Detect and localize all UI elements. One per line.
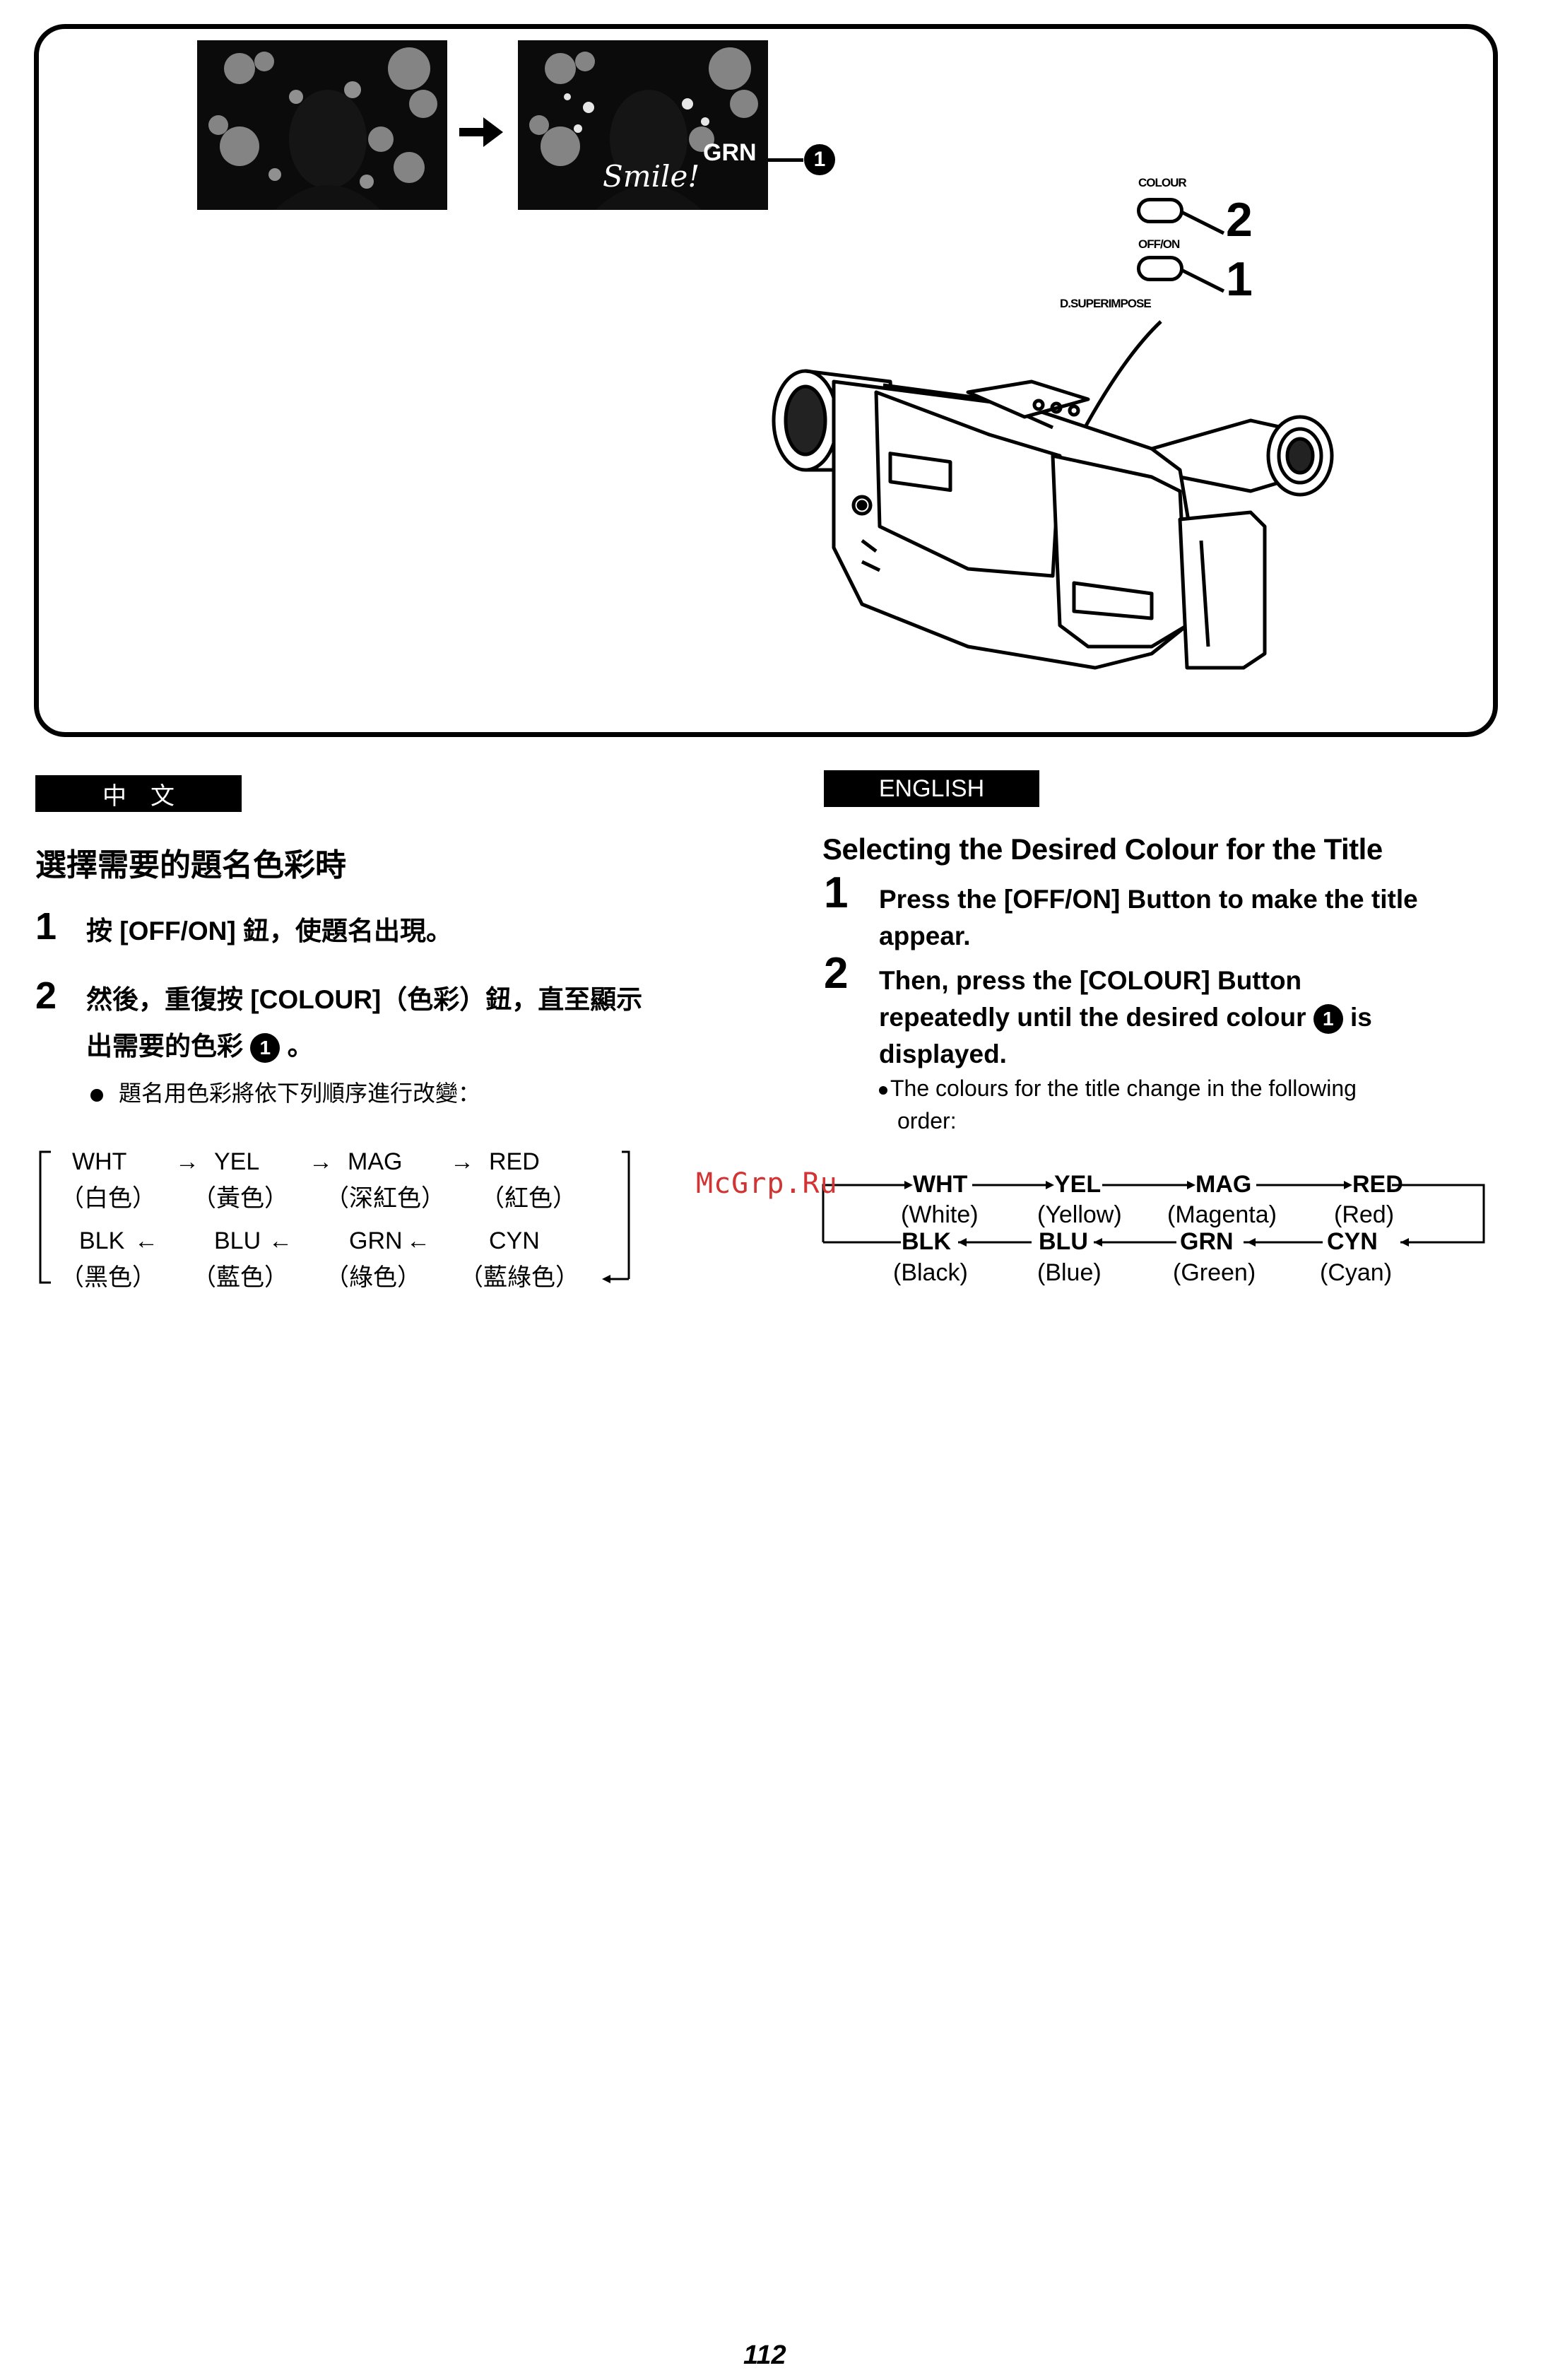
en-seq-blk: BLK xyxy=(902,1228,951,1255)
en-seq-mag-sub: (Magenta) xyxy=(1167,1201,1277,1228)
bullet-icon xyxy=(879,1085,887,1095)
colour-button-label: COLOUR xyxy=(1138,176,1187,189)
english-step-2-number: 2 xyxy=(824,949,849,998)
zh-seq-blk-sub: （黑色） xyxy=(60,1264,156,1291)
screen-title-text: Smile! xyxy=(603,159,700,194)
zh-seq-mag: MAG xyxy=(348,1148,403,1175)
en-seq-cyn-sub: (Cyan) xyxy=(1320,1259,1393,1286)
zh-seq-blu-sub: （藍色） xyxy=(192,1264,288,1291)
zh-seq-arrow-4: ← xyxy=(134,1227,158,1254)
english-note-line2: order: xyxy=(897,1108,957,1133)
en-seq-grn-sub: (Green) xyxy=(1173,1259,1256,1286)
english-step-2-line2b: is xyxy=(1350,1003,1372,1032)
english-note: The colours for the title change in the … xyxy=(879,1072,1357,1137)
zh-seq-yel-sub: （黃色） xyxy=(192,1185,288,1212)
english-section-tab: ENGLISH xyxy=(824,770,1039,807)
chinese-note-text: 題名用色彩將依下列順序進行改變： xyxy=(119,1080,481,1106)
en-seq-blu-sub: (Blue) xyxy=(1037,1259,1102,1286)
offon-button[interactable] xyxy=(1137,256,1183,281)
english-step-1-line1: Press the [OFF/ON] Button to make the ti… xyxy=(879,885,1418,914)
screen-colour-indicator: GRN xyxy=(703,139,757,166)
english-section-label: ENGLISH xyxy=(878,774,985,802)
zh-seq-blu: BLU xyxy=(214,1227,261,1254)
illustration-frame xyxy=(34,24,1498,737)
callout-line xyxy=(768,158,803,162)
english-step-2-line3: displayed. xyxy=(879,1039,1007,1068)
watermark-text: McGrp.Ru xyxy=(696,1167,838,1200)
superimpose-button-label: D.SUPERIMPOSE xyxy=(1060,297,1152,310)
chinese-heading: 選擇需要的題名色彩時 xyxy=(35,848,346,883)
english-step-2-text: Then, press the [COLOUR] Button repeated… xyxy=(879,962,1372,1073)
en-seq-red: RED xyxy=(1352,1171,1403,1198)
viewfinder-before-image xyxy=(197,40,447,210)
english-heading: Selecting the Desired Colour for the Tit… xyxy=(822,832,1383,866)
chinese-step-2-line1: 然後，重復按 [COLOUR]（色彩）鈕，直至顯示 xyxy=(86,985,643,1014)
chinese-section-tab: 中 文 xyxy=(35,775,242,812)
zh-seq-red-sub: （紅色） xyxy=(480,1185,577,1212)
chinese-step-2-line2-text: 出需要的色彩 xyxy=(86,1032,243,1061)
chinese-step-2-line2-end: 。 xyxy=(287,1032,314,1061)
english-step-1-text: Press the [OFF/ON] Button to make the ti… xyxy=(879,881,1418,955)
en-seq-yel-sub: (Yellow) xyxy=(1037,1201,1122,1228)
zh-seq-yel: YEL xyxy=(214,1148,260,1175)
english-step-2-line2a: repeatedly until the desired colour xyxy=(879,1003,1306,1032)
en-seq-blk-sub: (Black) xyxy=(893,1259,968,1286)
en-seq-wht: WHT xyxy=(913,1171,968,1198)
zh-seq-arrow-2: → xyxy=(309,1148,333,1175)
english-colour-ref-badge: 1 xyxy=(1313,1004,1343,1035)
english-step-2-line2: repeatedly until the desired colour 1 is xyxy=(879,999,1372,1036)
en-seq-wht-sub: (White) xyxy=(901,1201,979,1228)
offon-button-label: OFF/ON xyxy=(1138,237,1180,251)
zh-seq-grn: GRN xyxy=(349,1227,403,1254)
zh-seq-cyn: CYN xyxy=(489,1227,540,1254)
zh-seq-arrow-6: ← xyxy=(406,1227,430,1254)
en-seq-cyn: CYN xyxy=(1327,1228,1378,1255)
transition-arrow-icon xyxy=(459,114,503,153)
colour-step-number: 2 xyxy=(1226,193,1253,247)
zh-seq-mag-sub: （深紅色） xyxy=(325,1185,445,1212)
offon-button-pointer xyxy=(1181,268,1225,293)
colour-button-pointer xyxy=(1181,210,1225,235)
en-seq-blu: BLU xyxy=(1039,1228,1088,1255)
zh-seq-wht-sub: （白色） xyxy=(60,1185,156,1212)
chinese-sequence-bracket xyxy=(39,1150,630,1284)
bullet-icon xyxy=(90,1088,103,1102)
english-sequence-arrows xyxy=(822,1181,1485,1247)
english-step-1-line2: appear. xyxy=(879,921,971,950)
en-seq-mag: MAG xyxy=(1195,1171,1252,1198)
chinese-step-2-line2: 出需要的色彩 1 。 xyxy=(86,1023,314,1070)
chinese-step-2-number: 2 xyxy=(35,974,57,1017)
english-note-line1: The colours for the title change in the … xyxy=(890,1076,1357,1101)
zh-seq-red: RED xyxy=(489,1148,540,1175)
zh-seq-blk: BLK xyxy=(79,1227,125,1254)
offon-step-number: 1 xyxy=(1226,252,1253,306)
camcorder-illustration xyxy=(772,320,1334,670)
en-seq-grn: GRN xyxy=(1180,1228,1234,1255)
zh-seq-arrow-1: → xyxy=(175,1148,199,1175)
page-number: 112 xyxy=(743,2340,786,2370)
chinese-step-1-text: 按 [OFF/ON] 鈕，使題名出現。 xyxy=(86,917,452,945)
zh-seq-arrow-5: ← xyxy=(268,1227,293,1254)
zh-seq-arrow-3: → xyxy=(450,1148,474,1175)
viewfinder-after-image: Smile! GRN xyxy=(518,40,768,210)
chinese-note: 題名用色彩將依下列順序進行改變： xyxy=(90,1076,480,1108)
chinese-colour-ref-badge: 1 xyxy=(250,1033,281,1064)
en-seq-red-sub: (Red) xyxy=(1334,1201,1395,1228)
zh-seq-wht: WHT xyxy=(72,1148,127,1175)
chinese-section-label: 中 文 xyxy=(102,782,175,810)
zh-seq-cyn-sub: （藍綠色） xyxy=(459,1264,579,1291)
en-seq-yel: YEL xyxy=(1054,1171,1102,1198)
chinese-step-1-number: 1 xyxy=(35,905,57,948)
english-step-2-line1: Then, press the [COLOUR] Button xyxy=(879,966,1302,995)
english-step-1-number: 1 xyxy=(824,868,849,917)
zh-seq-grn-sub: （綠色） xyxy=(325,1264,421,1291)
callout-number-badge: 1 xyxy=(804,144,835,175)
colour-button[interactable] xyxy=(1137,198,1183,223)
